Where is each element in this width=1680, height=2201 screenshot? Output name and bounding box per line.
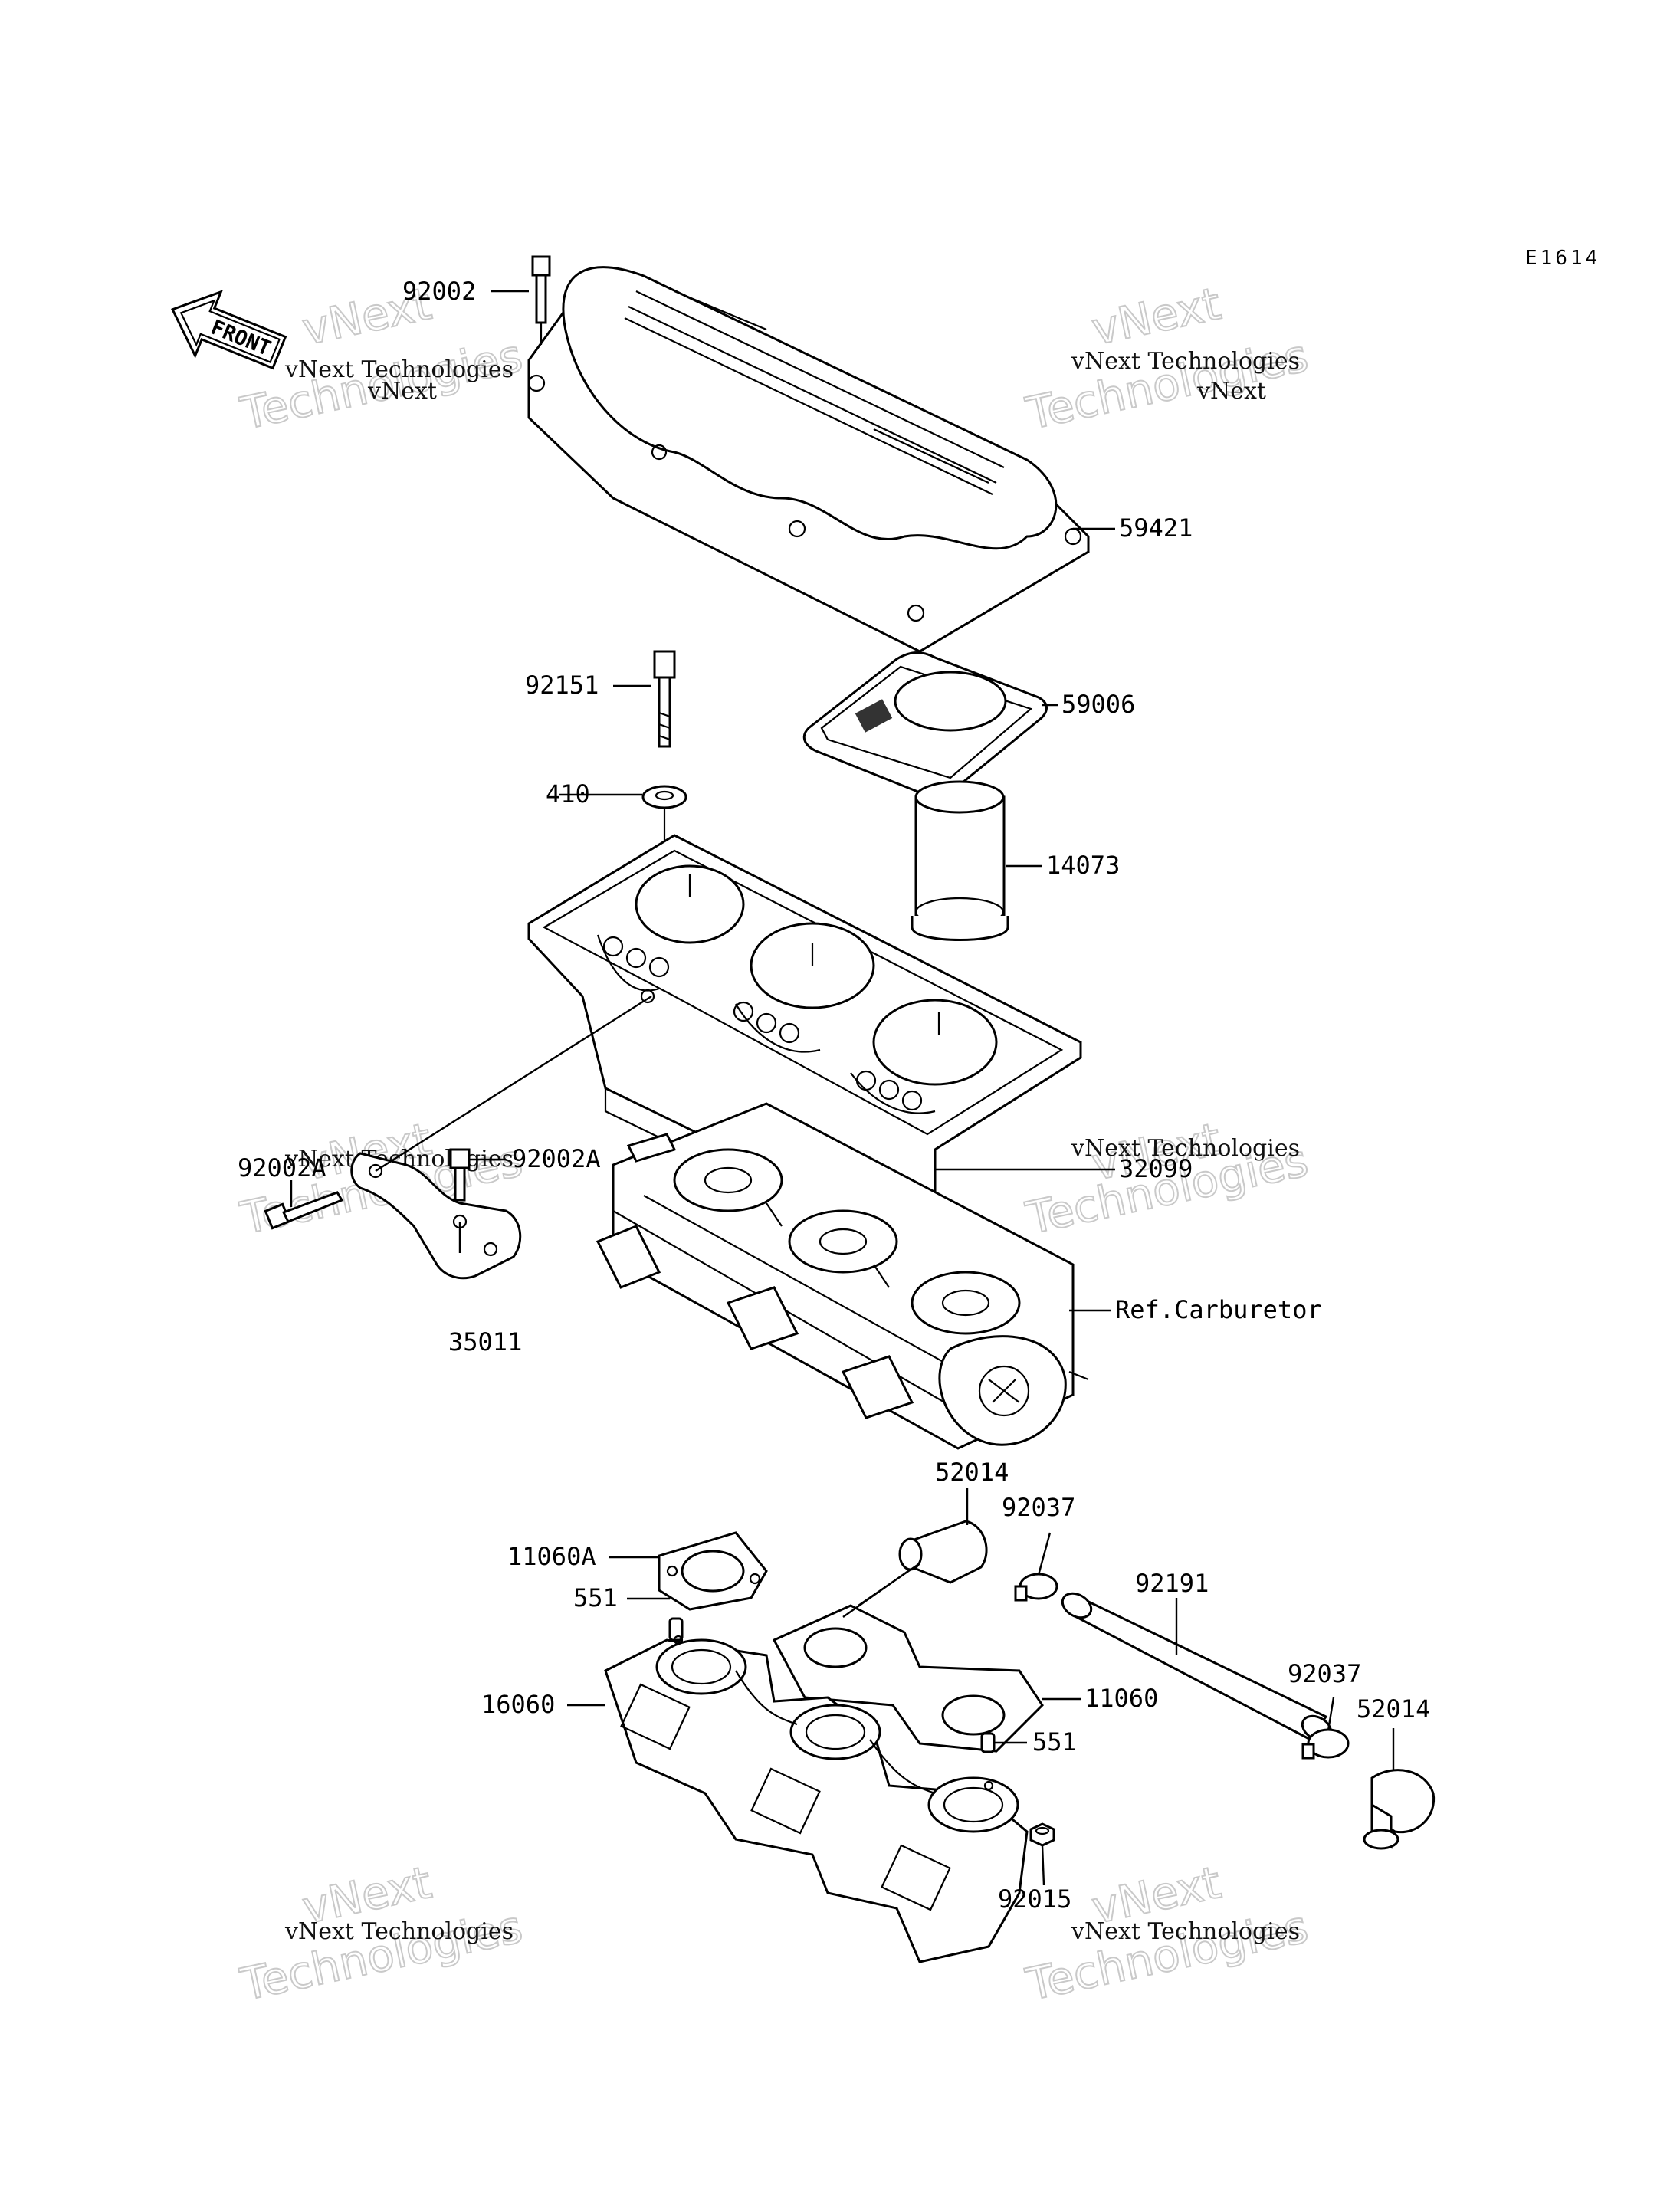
svg-text:vNext Technologies: vNext Technologies: [1071, 348, 1300, 375]
front-arrow-icon: FRONT: [171, 290, 287, 370]
label-35011: 35011: [448, 1327, 522, 1356]
svg-text:vNext: vNext: [367, 378, 437, 405]
dowel-551-lower: [980, 1732, 996, 1753]
label-551-upper: 551: [573, 1583, 618, 1612]
label-92015: 92015: [998, 1884, 1071, 1914]
gasket-59006: [802, 651, 1048, 798]
label-ref-carburetor: Ref.Carburetor: [1115, 1295, 1322, 1324]
watermark-top-right: vNext Technologies vNext Technologies vN…: [1021, 277, 1314, 441]
svg-text:Technologies: Technologies: [1022, 330, 1313, 440]
bolt-92002: [531, 255, 551, 345]
washer-410: [641, 785, 687, 843]
svg-text:vNext Technologies: vNext Technologies: [1071, 1135, 1300, 1162]
carburetor-assembly: [596, 1102, 1089, 1450]
leader-lines: [290, 290, 1395, 1886]
gasket-11060: [772, 1570, 1044, 1753]
bolt-92002A-right: [449, 1148, 471, 1202]
intake-manifold-16060: [604, 1635, 1029, 1963]
label-14073: 14073: [1046, 851, 1120, 880]
watermark-bottom-right: vNext Technologies vNext Technologies: [1021, 1855, 1314, 2012]
stud-92151: [653, 650, 676, 748]
svg-text:vNext: vNext: [1196, 378, 1266, 405]
label-11060A: 11060A: [507, 1542, 596, 1571]
label-92151: 92151: [525, 671, 599, 700]
filter-14073: [911, 780, 1009, 941]
bolt-92002A-left: [264, 1191, 344, 1230]
part-labels: 92002 59421 92151 59006 410 14073 32099 …: [238, 277, 1430, 1914]
label-92037-lower: 92037: [1288, 1659, 1361, 1688]
label-32099: 32099: [1119, 1154, 1193, 1183]
label-16060: 16060: [481, 1690, 555, 1719]
label-92002: 92002: [402, 277, 476, 306]
label-52014-upper: 52014: [935, 1458, 1009, 1487]
label-92037-upper: 92037: [1002, 1493, 1075, 1522]
gasket-11060A: [658, 1531, 768, 1611]
bracket-35011: [350, 995, 652, 1280]
clamp-92037-upper: [1014, 1573, 1058, 1602]
label-59421: 59421: [1119, 513, 1193, 543]
air-cleaner-cover: [527, 266, 1090, 653]
label-92002A-right: 92002A: [512, 1144, 601, 1173]
svg-text:vNext: vNext: [1088, 277, 1226, 356]
dowel-551-upper: [668, 1617, 684, 1642]
label-11060: 11060: [1084, 1684, 1158, 1713]
svg-text:vNext Technologies: vNext Technologies: [1071, 1918, 1300, 1945]
label-52014-lower: 52014: [1357, 1694, 1430, 1724]
label-92191: 92191: [1135, 1569, 1209, 1598]
watermark-bottom-left: vNext Technologies vNext Technologies: [235, 1855, 528, 2012]
svg-text:vNext Technologies: vNext Technologies: [284, 356, 514, 383]
elbow-52014-lower: [1363, 1769, 1436, 1850]
air-cleaner-case: [527, 834, 1082, 1258]
elbow-52014-upper: [858, 1520, 988, 1606]
label-551-lower: 551: [1032, 1727, 1077, 1757]
watermark-top-left: vNext Technologies vNext Technologies vN…: [235, 277, 528, 441]
label-59006: 59006: [1061, 690, 1135, 719]
nut-92015: [1029, 1822, 1055, 1847]
svg-text:vNext Technologies: vNext Technologies: [284, 1918, 514, 1945]
diagram-code: E1614: [1525, 247, 1600, 270]
label-410: 410: [546, 779, 590, 809]
hose-92191: [1061, 1592, 1333, 1742]
label-92002A-left: 92002A: [238, 1153, 326, 1183]
